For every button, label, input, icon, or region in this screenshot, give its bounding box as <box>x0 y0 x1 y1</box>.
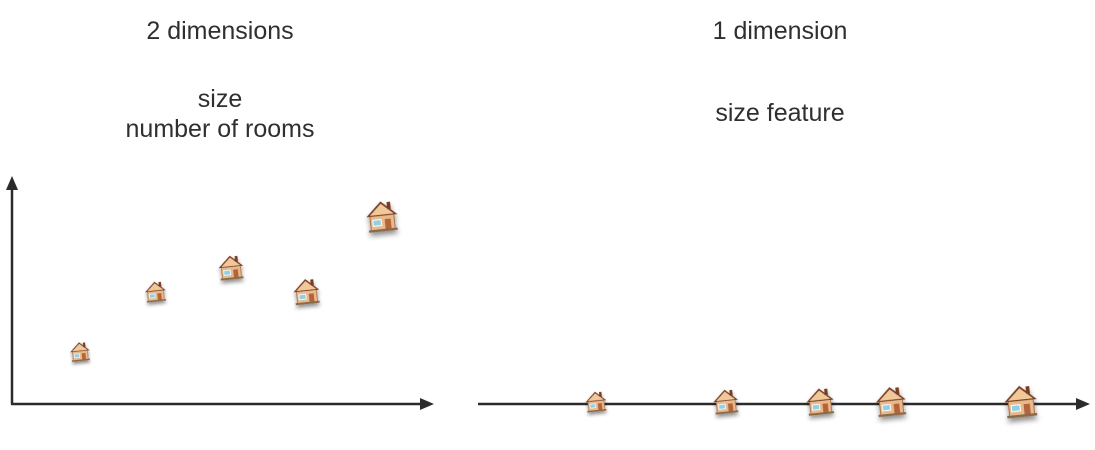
house-icon <box>585 391 607 413</box>
left-axes <box>6 176 434 410</box>
house-icon <box>145 281 167 303</box>
right-houses <box>585 385 1038 419</box>
house-icon <box>366 201 398 233</box>
house-icon <box>713 389 739 415</box>
left-panel-title: 2 dimensions <box>146 17 294 45</box>
house-icon <box>1004 385 1038 419</box>
right-axis <box>478 398 1090 410</box>
left-houses <box>70 201 398 362</box>
house-icon <box>293 279 320 306</box>
x-axis-arrow-head-icon <box>420 398 434 410</box>
house-icon <box>806 388 835 416</box>
house-icon <box>218 255 244 281</box>
left-panel-features: size number of rooms <box>60 84 380 144</box>
house-icon <box>876 387 907 418</box>
right-axis-arrow-head-icon <box>1076 398 1090 410</box>
y-axis-arrow-head-icon <box>6 176 18 190</box>
house-icon <box>70 342 90 362</box>
right-panel-title: 1 dimension <box>712 17 848 45</box>
right-panel-feature: size feature <box>715 99 845 127</box>
feature-size-label: size <box>197 85 243 113</box>
feature-rooms-label: number of rooms <box>125 115 315 143</box>
